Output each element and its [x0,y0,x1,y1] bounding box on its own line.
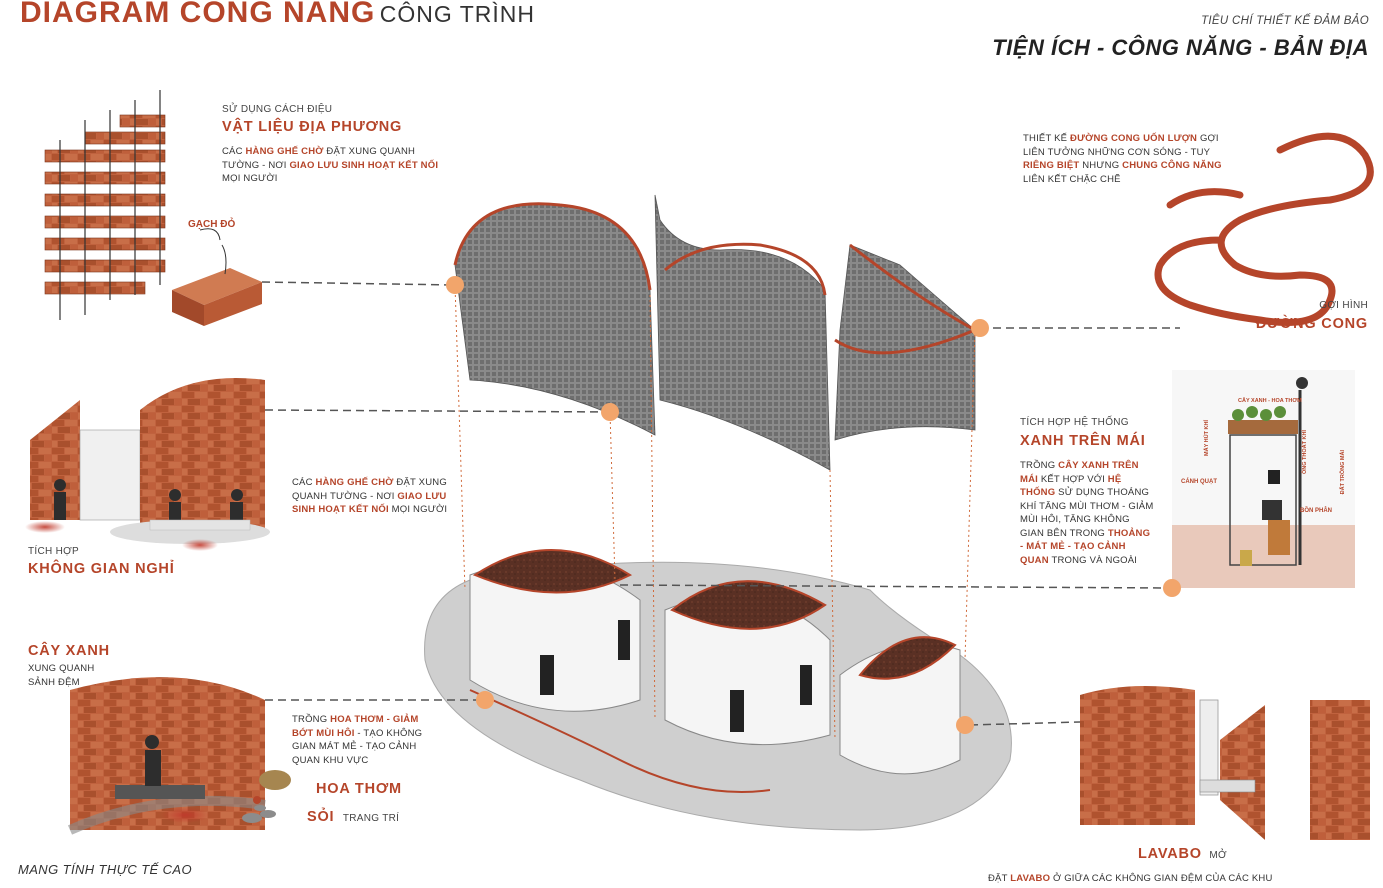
material-body: CÁC HÀNG GHẾ CHỜ ĐẶT XUNG QUANH TƯỜNG - … [222,145,442,186]
roof-block: TÍCH HỢP HỆ THỐNG XANH TRÊN MÁI TRỒNG CÂ… [1020,417,1155,567]
footer-note: MANG TÍNH THỰC TẾ CAO [18,862,192,877]
body-text: - TẠO KHÔNG GIAN MÁT MẺ - TẠO CẢNH QUAN … [292,727,423,766]
highlight-text: GIAO LƯU SINH HOẠT KẾT NỐI [289,159,439,171]
leader-markers [446,276,1181,734]
green-flower-illustration [67,677,291,835]
page-title-light: CÔNG TRÌNH [379,1,536,27]
body-text: SỬ DỤNG THOÁNG KHÍ TĂNG MÙI THƠM - GIẢM … [1020,487,1154,539]
rest-title-block: TÍCH HỢP KHÔNG GIAN NGHỈ [28,546,175,577]
criteria-value: TIỆN ÍCH - CÔNG NĂNG - BẢN ĐỊA [992,35,1369,60]
lavabo-note-pre: ĐẶT [988,873,1011,884]
roof-body: TRỒNG CÂY XANH TRÊN MÁI KẾT HỢP VỚI HỆ T… [1020,459,1155,567]
body-text: MỌI NGƯỜI [388,504,448,515]
curve-block: THIẾT KẾ ĐƯỜNG CONG UỐN LƯỢN GỢI LIÊN TƯ… [1023,132,1223,186]
rest-block: CÁC HÀNG GHẾ CHỜ ĐẶT XUNG QUANH TƯỜNG - … [292,476,457,517]
green-heading: CÂY XANH [28,643,110,659]
criteria-label: TIÊU CHÍ THIẾT KẾ ĐẢM BẢO [1201,15,1369,27]
roof-label-fan-exhaust: MÁY HÚT KHÍ [1204,420,1210,456]
lavabo-illustration [1080,686,1370,840]
material-heading: VẬT LIỆU ĐỊA PHƯƠNG [222,119,403,135]
body-text: CÁC [292,477,316,488]
exploded-wall-layer [453,194,976,471]
roof-label-soil: ĐẤT TRỒNG MÁI [1340,450,1346,495]
pebble-suffix: TRANG TRÍ [342,813,400,824]
rest-space-illustration [25,378,270,551]
lavabo-heading: LAVABO [1138,846,1202,862]
criteria-block: TIÊU CHÍ THIẾT KẾ ĐẢM BẢO TIỆN ÍCH - CÔN… [992,15,1369,61]
lavabo-note-post: Ở GIỮA CÁC KHÔNG GIAN ĐỆM CỦA CÁC KHU [1050,873,1273,884]
lavabo-suffix: MỞ [1209,850,1227,861]
curve-heading: ĐƯỜNG CONG [1255,316,1368,332]
lavabo-title-block: LAVABO MỞ [1138,845,1227,863]
green-block: CÂY XANH XUNG QUANH SẢNH ĐỆM [28,643,110,689]
green-body: XUNG QUANH SẢNH ĐỆM [28,663,95,688]
rest-heading: KHÔNG GIAN NGHỈ [28,561,175,577]
highlight-text: CÂY XANH TRÊN MÁI [1020,460,1139,485]
highlight-text: ĐƯỜNG CONG UỐN LƯỢN [1070,133,1198,144]
body-text: LIÊN KẾT CHẶC CHẼ [1023,173,1121,185]
flower-block: TRỒNG HOA THƠM - GIẢM BỚT MÙI HÔI - TẠO … [292,713,432,767]
highlight-text: HÀNG GHẾ CHỜ [245,146,324,157]
body-text: GỢI LIÊN TƯỞNG NHỮNG CƠN SÓNG - TUY [1023,133,1219,158]
pebble-label-block: SỎI TRANG TRÍ [307,808,399,826]
roof-label-plants: CÂY XANH - HOA THƠM [1238,398,1302,404]
red-brick-illustration [172,228,262,326]
body-text: ĐẶT XUNG QUANH TƯỜNG - NƠI [292,477,447,502]
page-title-bold: DIAGRAM CÔNG NĂNG [20,0,376,29]
body-text: TRONG VÀ NGOÀI [1048,554,1138,566]
roof-label-vent: ÔNG THOÁT KHÍ [1302,430,1308,474]
brick-label: GẠCH ĐỎ [188,219,236,230]
leader-lines [261,281,1180,726]
body-text: THIẾT KẾ [1023,133,1071,144]
highlight-text: RIÊNG BIỆT [1023,160,1080,171]
curve-body: THIẾT KẾ ĐƯỜNG CONG UỐN LƯỢN GỢI LIÊN TƯ… [1023,132,1223,186]
curve-lead: GỢI HÌNH [1319,300,1368,311]
roof-heading: XANH TRÊN MÁI [1020,433,1146,449]
curve-title-block: GỢI HÌNH ĐƯỜNG CONG [1256,300,1368,332]
projection-lines [454,284,976,741]
page-title: DIAGRAM CÔNG NĂNG CÔNG TRÌNH [20,0,535,30]
roof-system-section [1172,370,1355,588]
body-text: NHƯNG [1079,160,1123,171]
roof-label-compost: BỒN PHÂN [1300,508,1333,514]
body-text: ĐẶT XUNG QUANH TƯỜNG - NƠI [222,146,416,171]
curve-motif [1154,132,1374,326]
highlight-text: HỆ THỐNG [1020,473,1122,499]
body-text: KẾT HỢP VỚI [1038,473,1108,485]
roof-lead: TÍCH HỢP HỆ THỐNG [1020,417,1129,428]
highlight-text: HÀNG GHẾ CHỜ [315,477,394,488]
lavabo-note: ĐẶT LAVABO Ở GIỮA CÁC KHÔNG GIAN ĐỆM CỦA… [988,872,1273,886]
material-block: SỬ DỤNG CÁCH ĐIỆU VẬT LIỆU ĐỊA PHƯƠNG CÁ… [222,104,442,186]
body-text: TRỒNG [292,714,331,725]
highlight-text: THOẢNG - MÁT MẺ - TẠO CẢNH QUAN [1020,527,1151,566]
pebble-label: SỎI [307,809,335,825]
roof-label-fan: CÁNH QUẠT [1181,479,1217,485]
brick-lattice-illustration [44,90,166,320]
body-text: CÁC [222,146,246,157]
highlight-text: HOA THƠM - GIẢM BỚT MÙI HÔI [292,714,419,739]
body-text: TRỒNG [1020,460,1059,471]
highlight-text: GIAO LƯU SINH HOẠT KẾT NỐI [292,490,447,516]
material-lead: SỬ DỤNG CÁCH ĐIỆU [222,104,333,115]
rest-body: CÁC HÀNG GHẾ CHỜ ĐẶT XUNG QUANH TƯỜNG - … [292,476,457,517]
flower-label: HOA THƠM [316,781,402,797]
body-text: MỌI NGƯỜI [222,173,278,184]
flower-body: TRỒNG HOA THƠM - GIẢM BỚT MÙI HÔI - TẠO … [292,713,432,767]
building-base-layer [424,549,1012,831]
rest-lead: TÍCH HỢP [28,546,79,557]
highlight-text: CHUNG CÔNG NĂNG [1122,160,1222,171]
lavabo-note-highlight: LAVABO [1010,873,1051,884]
